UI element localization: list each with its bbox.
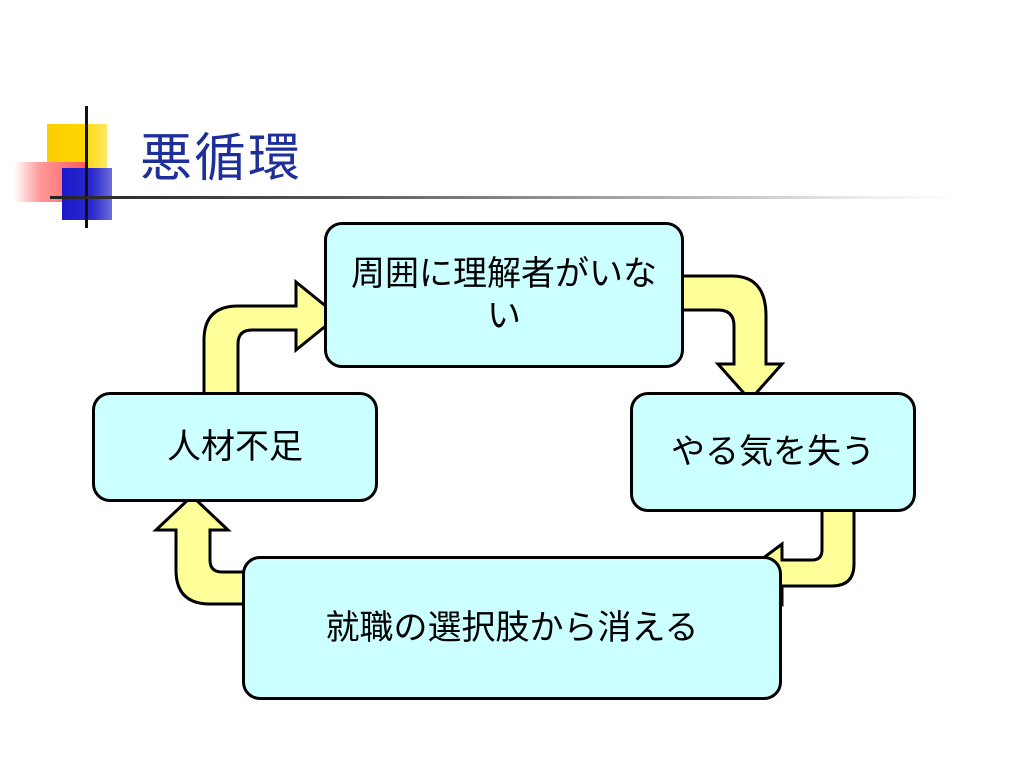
- arrow-left-to-top: [202, 278, 341, 400]
- node-top-label: 周囲に理解者がいない: [351, 254, 657, 336]
- title-underline: [50, 196, 960, 199]
- node-top: 周囲に理解者がいない: [324, 222, 684, 368]
- slide-title: 悪循環: [140, 129, 303, 189]
- arrow-top-to-right: [670, 274, 786, 403]
- node-right-label: やる気を失う: [671, 432, 875, 472]
- node-left: 人材不足: [92, 392, 378, 502]
- node-bottom-label: 就職の選択肢から消える: [325, 608, 699, 648]
- arrow-bottom-to-left: [152, 493, 254, 606]
- node-bottom: 就職の選択肢から消える: [242, 556, 782, 700]
- node-right: やる気を失う: [630, 392, 916, 512]
- node-left-label: 人材不足: [167, 427, 303, 467]
- decor-vertical-line: [85, 106, 88, 228]
